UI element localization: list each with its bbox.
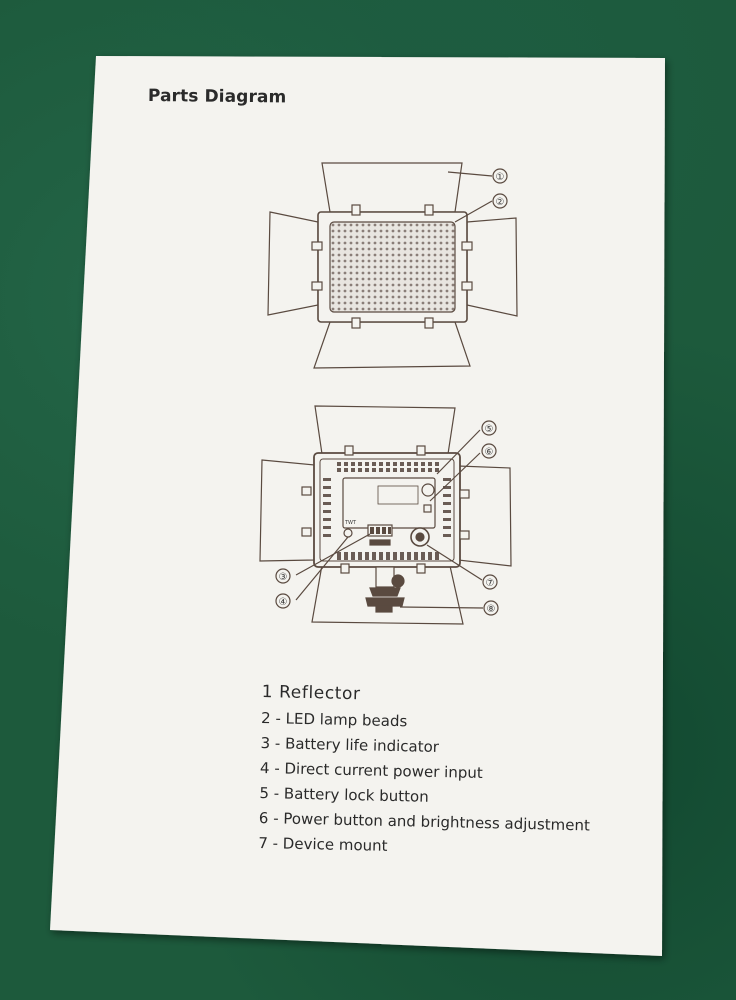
reflector-left-rear	[259, 459, 316, 562]
callout-1: ①	[496, 172, 505, 183]
battery-compartment	[342, 477, 436, 529]
reflector-top-rear	[314, 405, 456, 455]
led-panel	[329, 221, 456, 313]
battery-label: TWT	[344, 520, 357, 526]
device-mount	[375, 566, 395, 588]
callout-2: ②	[496, 197, 505, 208]
dc-input	[343, 528, 353, 538]
callout-6: ⑥	[485, 447, 494, 458]
callout-8: ⑧	[487, 604, 496, 615]
callout-5: ⑤	[485, 424, 494, 435]
callout-4: ④	[279, 597, 288, 608]
parts-legend: 1 Reflector 2 - LED lamp beads 3 - Batte…	[258, 680, 593, 863]
callout-3: ③	[279, 572, 288, 583]
callout-7: ⑦	[486, 578, 495, 589]
battery-lock-button	[421, 483, 435, 497]
reflector-right-rear	[457, 465, 512, 567]
